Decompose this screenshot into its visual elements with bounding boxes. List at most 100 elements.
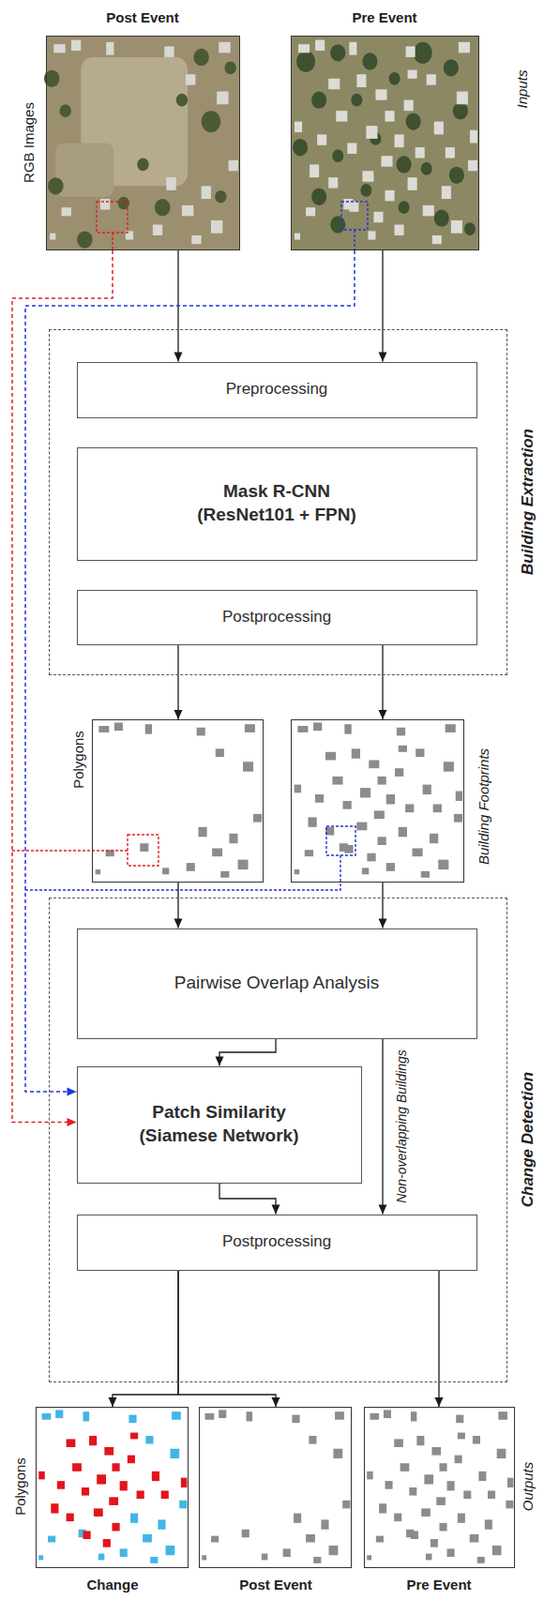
side-label: Change Detection [518, 1071, 538, 1208]
illustration-part [294, 745, 463, 862]
illustration-part [201, 1409, 350, 1563]
illustration-part [434, 209, 450, 227]
satellite-image [290, 35, 480, 251]
connector-line [219, 1039, 276, 1067]
illustration-part [49, 40, 239, 245]
illustration-part [44, 48, 237, 249]
illustration-part [96, 201, 128, 233]
illustration-part [292, 138, 308, 156]
arrow-head [378, 919, 388, 929]
side-label: Post Event [239, 1576, 313, 1593]
box-label: Postprocessing [222, 606, 332, 628]
arrow-head [378, 1205, 388, 1215]
edge-label: Non-overlapping Buildings [393, 1047, 409, 1205]
process-box: Pairwise Overlap Analysis [76, 928, 478, 1040]
side-label: Polygons [12, 1457, 29, 1516]
illustration-part [443, 59, 459, 76]
box-label: Postprocessing [222, 1231, 332, 1253]
image-panel: Pre EventInputs [290, 35, 480, 251]
connector-line [381, 250, 383, 363]
group-region: Building ExtractionPreprocessingMask R-C… [48, 329, 508, 676]
illustration-part [12, 849, 128, 851]
side-label: Building Extraction [518, 428, 538, 575]
illustration-part [111, 232, 113, 251]
image-panel: Post EventRGB Images [45, 35, 241, 251]
illustration-part [341, 201, 368, 230]
illustration-part [360, 183, 372, 197]
illustration-part [421, 162, 433, 176]
illustration-part [326, 826, 356, 856]
arrow-head [174, 352, 183, 363]
group-region: Change DetectionPairwise Overlap Analysi… [48, 897, 508, 1383]
illustration-part [154, 198, 171, 216]
connector-line [381, 645, 383, 721]
side-label: Outputs [519, 1462, 536, 1512]
satellite-image [44, 35, 241, 251]
footprint-map [363, 1406, 515, 1569]
side-label: Change [86, 1576, 138, 1593]
image-panel: ChangePolygons [35, 1406, 189, 1569]
connector [435, 1270, 444, 1408]
illustration-part [413, 42, 433, 64]
illustration-part [366, 1409, 514, 1563]
illustration-part [136, 158, 149, 172]
illustration-part [362, 52, 378, 70]
illustration-part [76, 230, 93, 248]
side-label: Building Footprints [475, 748, 492, 865]
footprint-map [91, 719, 264, 883]
illustration-part [363, 1406, 515, 1569]
connector-line [112, 1270, 179, 1408]
illustration-part [118, 196, 130, 211]
arrow-head [215, 1057, 225, 1067]
footprint-map [290, 719, 465, 883]
illustration-part [294, 722, 463, 877]
illustration-part [55, 143, 114, 197]
illustration-part [176, 93, 188, 107]
image-panel: Pre EventOutputs [363, 1406, 515, 1569]
illustration-part [366, 1433, 514, 1548]
illustration-part [398, 200, 410, 214]
illustration-part [332, 149, 344, 163]
illustration-part [294, 40, 478, 245]
box-label: Mask R-CNN (ResNet101 + FPN) [178, 480, 376, 527]
box-label: Patch Similarity (Siamese Network) [120, 1101, 318, 1148]
connector-line [438, 1270, 439, 1408]
arrow-head [174, 919, 183, 929]
connector [378, 645, 388, 721]
arrow-head [272, 1397, 281, 1407]
connector-line [177, 645, 179, 721]
illustration-part [214, 190, 227, 204]
connector-line [381, 1039, 383, 1215]
illustration-part [396, 155, 412, 173]
box-label: Pairwise Overlap Analysis [174, 971, 380, 996]
image-panel: Building Footprints [290, 719, 465, 883]
connector [378, 882, 388, 929]
illustration-part [311, 91, 327, 109]
arrow-head [378, 710, 388, 720]
arrow-head [108, 1397, 118, 1407]
illustration-part [193, 48, 210, 66]
illustration-part [353, 229, 355, 251]
illustration-part [296, 50, 316, 73]
footprint-map [198, 1406, 352, 1569]
illustration-part [59, 104, 71, 118]
connector [219, 1183, 281, 1215]
change-map [35, 1406, 189, 1569]
connector-line [178, 1270, 276, 1408]
connector [378, 250, 388, 363]
illustration-part [290, 719, 465, 883]
illustration-part [91, 719, 264, 883]
illustration-part [47, 177, 64, 195]
illustration-part [453, 102, 469, 120]
connector [178, 1270, 281, 1408]
connector-line [219, 1183, 276, 1215]
illustration-part [406, 112, 422, 130]
illustration-part [201, 110, 222, 133]
illustration-part [35, 1406, 189, 1569]
illustration-part [330, 44, 346, 61]
arrow-head [272, 1205, 281, 1215]
arrow-head [67, 1088, 77, 1097]
illustration-part [311, 188, 327, 206]
